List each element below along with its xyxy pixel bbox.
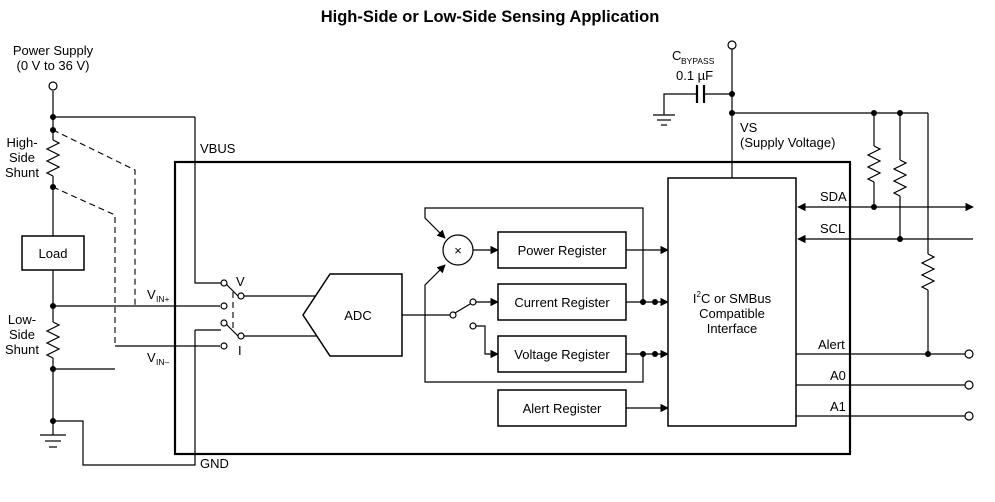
adc-switch-voltage: [469, 322, 477, 330]
junction-dot: [729, 91, 735, 97]
sda-label: SDA: [820, 189, 847, 204]
mux-terminal: [220, 319, 228, 327]
bypass-ground-wire: [663, 93, 696, 115]
junction-dot: [50, 114, 56, 120]
high-side-sense-dashed-2: [52, 186, 116, 345]
ground-icon: [40, 434, 66, 448]
a0-label: A0: [830, 368, 846, 383]
power-supply-label: Power Supply: [13, 43, 94, 58]
gnd-label: GND: [200, 456, 229, 471]
cbypass-sub: BYPASS: [681, 56, 715, 66]
junction-dot: [652, 299, 658, 305]
mux-terminal: [220, 302, 228, 310]
voltage-register-block: [497, 335, 627, 373]
adc-switch-blade: [454, 303, 471, 314]
power-register-label: Power Register: [518, 243, 608, 258]
adc-switch-common: [449, 311, 457, 319]
vin-minus-sub: IN–: [156, 357, 170, 367]
junction-dot: [897, 236, 903, 242]
alert-register-block: [497, 389, 627, 427]
adc-block: [302, 273, 403, 357]
adc-label: ADC: [344, 308, 371, 323]
junction-dot: [50, 366, 56, 372]
alert-pullup-resistor: [920, 253, 936, 291]
load-label: Load: [39, 246, 68, 261]
alert-terminal: [964, 349, 974, 359]
power-register-block: [497, 231, 627, 269]
scl-pullup-resistor: [892, 159, 908, 197]
vs-terminal: [727, 40, 737, 50]
current-register-label: Current Register: [514, 295, 610, 310]
alert-label: Alert: [818, 337, 845, 352]
low-side-label-2: Side: [9, 327, 35, 342]
cbypass-label: C: [672, 48, 681, 63]
mux-v-label: V: [236, 274, 245, 289]
sda-pullup-resistor: [866, 145, 882, 183]
bypass-ground-icon: [653, 114, 675, 126]
junction-dot: [640, 351, 646, 357]
high-side-sense-dashed: [52, 129, 136, 305]
a1-terminal: [964, 411, 974, 421]
low-side-label-3: Shunt: [5, 342, 39, 357]
mux-terminal: [220, 279, 228, 287]
adc-switch-current: [469, 298, 477, 306]
junction-dot: [871, 204, 877, 210]
current-feedback-wire: [424, 207, 644, 302]
interface-line-1: I2C or SMBus: [693, 290, 772, 306]
vs-desc: (Supply Voltage): [740, 135, 835, 150]
vin-plus-sub: IN+: [156, 294, 170, 304]
mux-switch-blade: [225, 283, 239, 297]
junction-dot: [50, 184, 56, 190]
junction-dot: [50, 418, 56, 424]
vbus-internal-wire: [194, 162, 221, 284]
mux-common: [237, 332, 245, 340]
junction-dot: [50, 303, 56, 309]
power-supply-range: (0 V to 36 V): [17, 58, 90, 73]
high-side-shunt-resistor: [45, 139, 61, 177]
vin-plus-label: V: [147, 287, 156, 302]
high-side-label-1: High-: [6, 135, 37, 150]
multiplier-symbol: ×: [454, 243, 462, 258]
a1-label: A1: [830, 399, 846, 414]
mux-terminal: [220, 342, 228, 350]
cbypass-value: 0.1 µF: [676, 68, 713, 83]
vin-minus-label: V: [147, 350, 156, 365]
junction-dot: [925, 351, 931, 357]
voltage-register-label: Voltage Register: [514, 347, 610, 362]
junction-dot: [640, 299, 646, 305]
mux-common: [237, 292, 245, 300]
scl-label: SCL: [820, 221, 845, 236]
interface-line-3: Interface: [707, 321, 758, 336]
interface-line-2: Compatible: [699, 306, 765, 321]
high-side-label-3: Shunt: [5, 165, 39, 180]
junction-dot: [50, 127, 56, 133]
a0-terminal: [964, 380, 974, 390]
to-voltage-register: [476, 325, 499, 359]
i2c-interface-block: [667, 177, 797, 427]
low-side-shunt-resistor: [45, 321, 61, 359]
low-side-label-1: Low-: [8, 312, 36, 327]
gnd-wire: [53, 420, 196, 466]
voltage-feedback-wire: [424, 264, 644, 383]
vbus-label: VBUS: [200, 141, 236, 156]
ic-outline: [173, 160, 852, 456]
diagram-title: High-Side or Low-Side Sensing Applicatio…: [321, 8, 660, 26]
mux-switch-blade: [225, 323, 239, 337]
load-box: [21, 235, 85, 271]
current-register-block: [497, 283, 627, 321]
alert-register-label: Alert Register: [523, 401, 602, 416]
mux-i-label: I: [238, 343, 242, 358]
vs-label: VS: [740, 120, 758, 135]
power-supply-terminal: [48, 81, 58, 91]
junction-dot: [652, 351, 658, 357]
high-side-label-2: Side: [9, 150, 35, 165]
